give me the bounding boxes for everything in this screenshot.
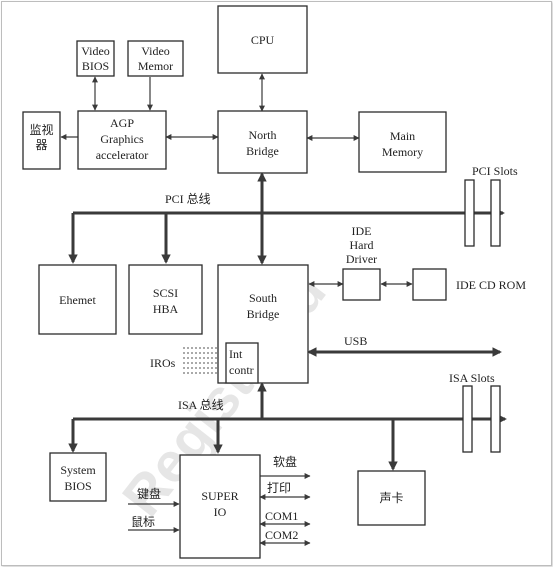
ide-driver-box: IDE Hard Driver — [342, 224, 381, 301]
ethernet-label: Ehemet — [59, 293, 96, 307]
irq-lines — [183, 347, 226, 374]
agp-line2: Graphics — [100, 132, 144, 146]
monitor-line1: 监视 — [29, 122, 53, 137]
video-memory-box: Video Memor — [127, 40, 184, 77]
pci-slots — [464, 179, 501, 247]
int-contr-box: Int contr — [225, 342, 259, 384]
ide-driver-line1: IDE — [352, 224, 372, 238]
int-contr-line1: Int — [229, 347, 243, 361]
agp-line3: accelerator — [96, 148, 149, 162]
mouse-label: 鼠标 — [131, 515, 155, 529]
floppy-label: 软盘 — [273, 454, 297, 469]
north-bridge-line1: North — [249, 128, 277, 142]
video-bios-line1: Video — [81, 44, 110, 58]
com1-label: COM1 — [265, 509, 298, 523]
cpu-label: CPU — [251, 33, 275, 47]
super-io-line1: SUPER — [201, 489, 238, 503]
int-contr-line2: contr — [229, 363, 254, 377]
video-memory-line2: Memor — [138, 59, 173, 73]
main-memory-line1: Main — [390, 129, 415, 143]
agp-line1: AGP — [110, 116, 134, 130]
video-bios-line2: BIOS — [82, 59, 109, 73]
isa-slots-label: ISA Slots — [449, 371, 495, 385]
system-bios-box: System BIOS — [49, 452, 107, 502]
cpu-box: CPU — [217, 5, 308, 74]
pci-bus-label: PCI 总线 — [165, 192, 211, 206]
sound-card-box: 声卡 — [357, 470, 426, 526]
south-bridge-line2: Bridge — [247, 307, 280, 321]
super-io-box: SUPER IO — [179, 454, 261, 559]
iros-label: IROs — [150, 356, 176, 370]
system-bios-line2: BIOS — [64, 479, 91, 493]
super-io-line2: IO — [214, 505, 227, 519]
scsi-line2: HBA — [153, 302, 179, 316]
video-memory-line1: Video — [141, 44, 170, 58]
monitor-line2: 器 — [35, 138, 47, 152]
com2-label: COM2 — [265, 528, 298, 542]
monitor-box: 监视 器 — [22, 111, 61, 170]
system-bios-line1: System — [60, 463, 96, 477]
video-bios-box: Video BIOS — [76, 40, 115, 77]
keyboard-label: 键盘 — [137, 486, 161, 501]
isa-bus-label: ISA 总线 — [178, 398, 224, 412]
scsi-line1: SCSI — [153, 286, 178, 300]
isa-slots — [462, 385, 501, 453]
agp-box: AGP Graphics accelerator — [77, 110, 167, 170]
ide-driver-line2: Hard — [350, 238, 374, 252]
cd-rom-box — [412, 268, 447, 301]
ide-cd-rom-label: IDE CD ROM — [456, 278, 526, 292]
north-bridge-box: North Bridge — [217, 110, 308, 174]
usb-label: USB — [344, 334, 367, 348]
ide-driver-line3: Driver — [346, 252, 377, 266]
printer-label: 打印 — [267, 481, 291, 495]
north-bridge-line2: Bridge — [246, 144, 279, 158]
pci-slots-label: PCI Slots — [472, 164, 518, 178]
main-memory-line2: Memory — [382, 145, 423, 159]
scsi-box: SCSI HBA — [128, 264, 203, 335]
ethernet-box: Ehemet — [38, 264, 117, 335]
south-bridge-line1: South — [249, 291, 277, 305]
sound-card-label: 声卡 — [379, 491, 403, 505]
main-memory-box: Main Memory — [358, 111, 447, 173]
